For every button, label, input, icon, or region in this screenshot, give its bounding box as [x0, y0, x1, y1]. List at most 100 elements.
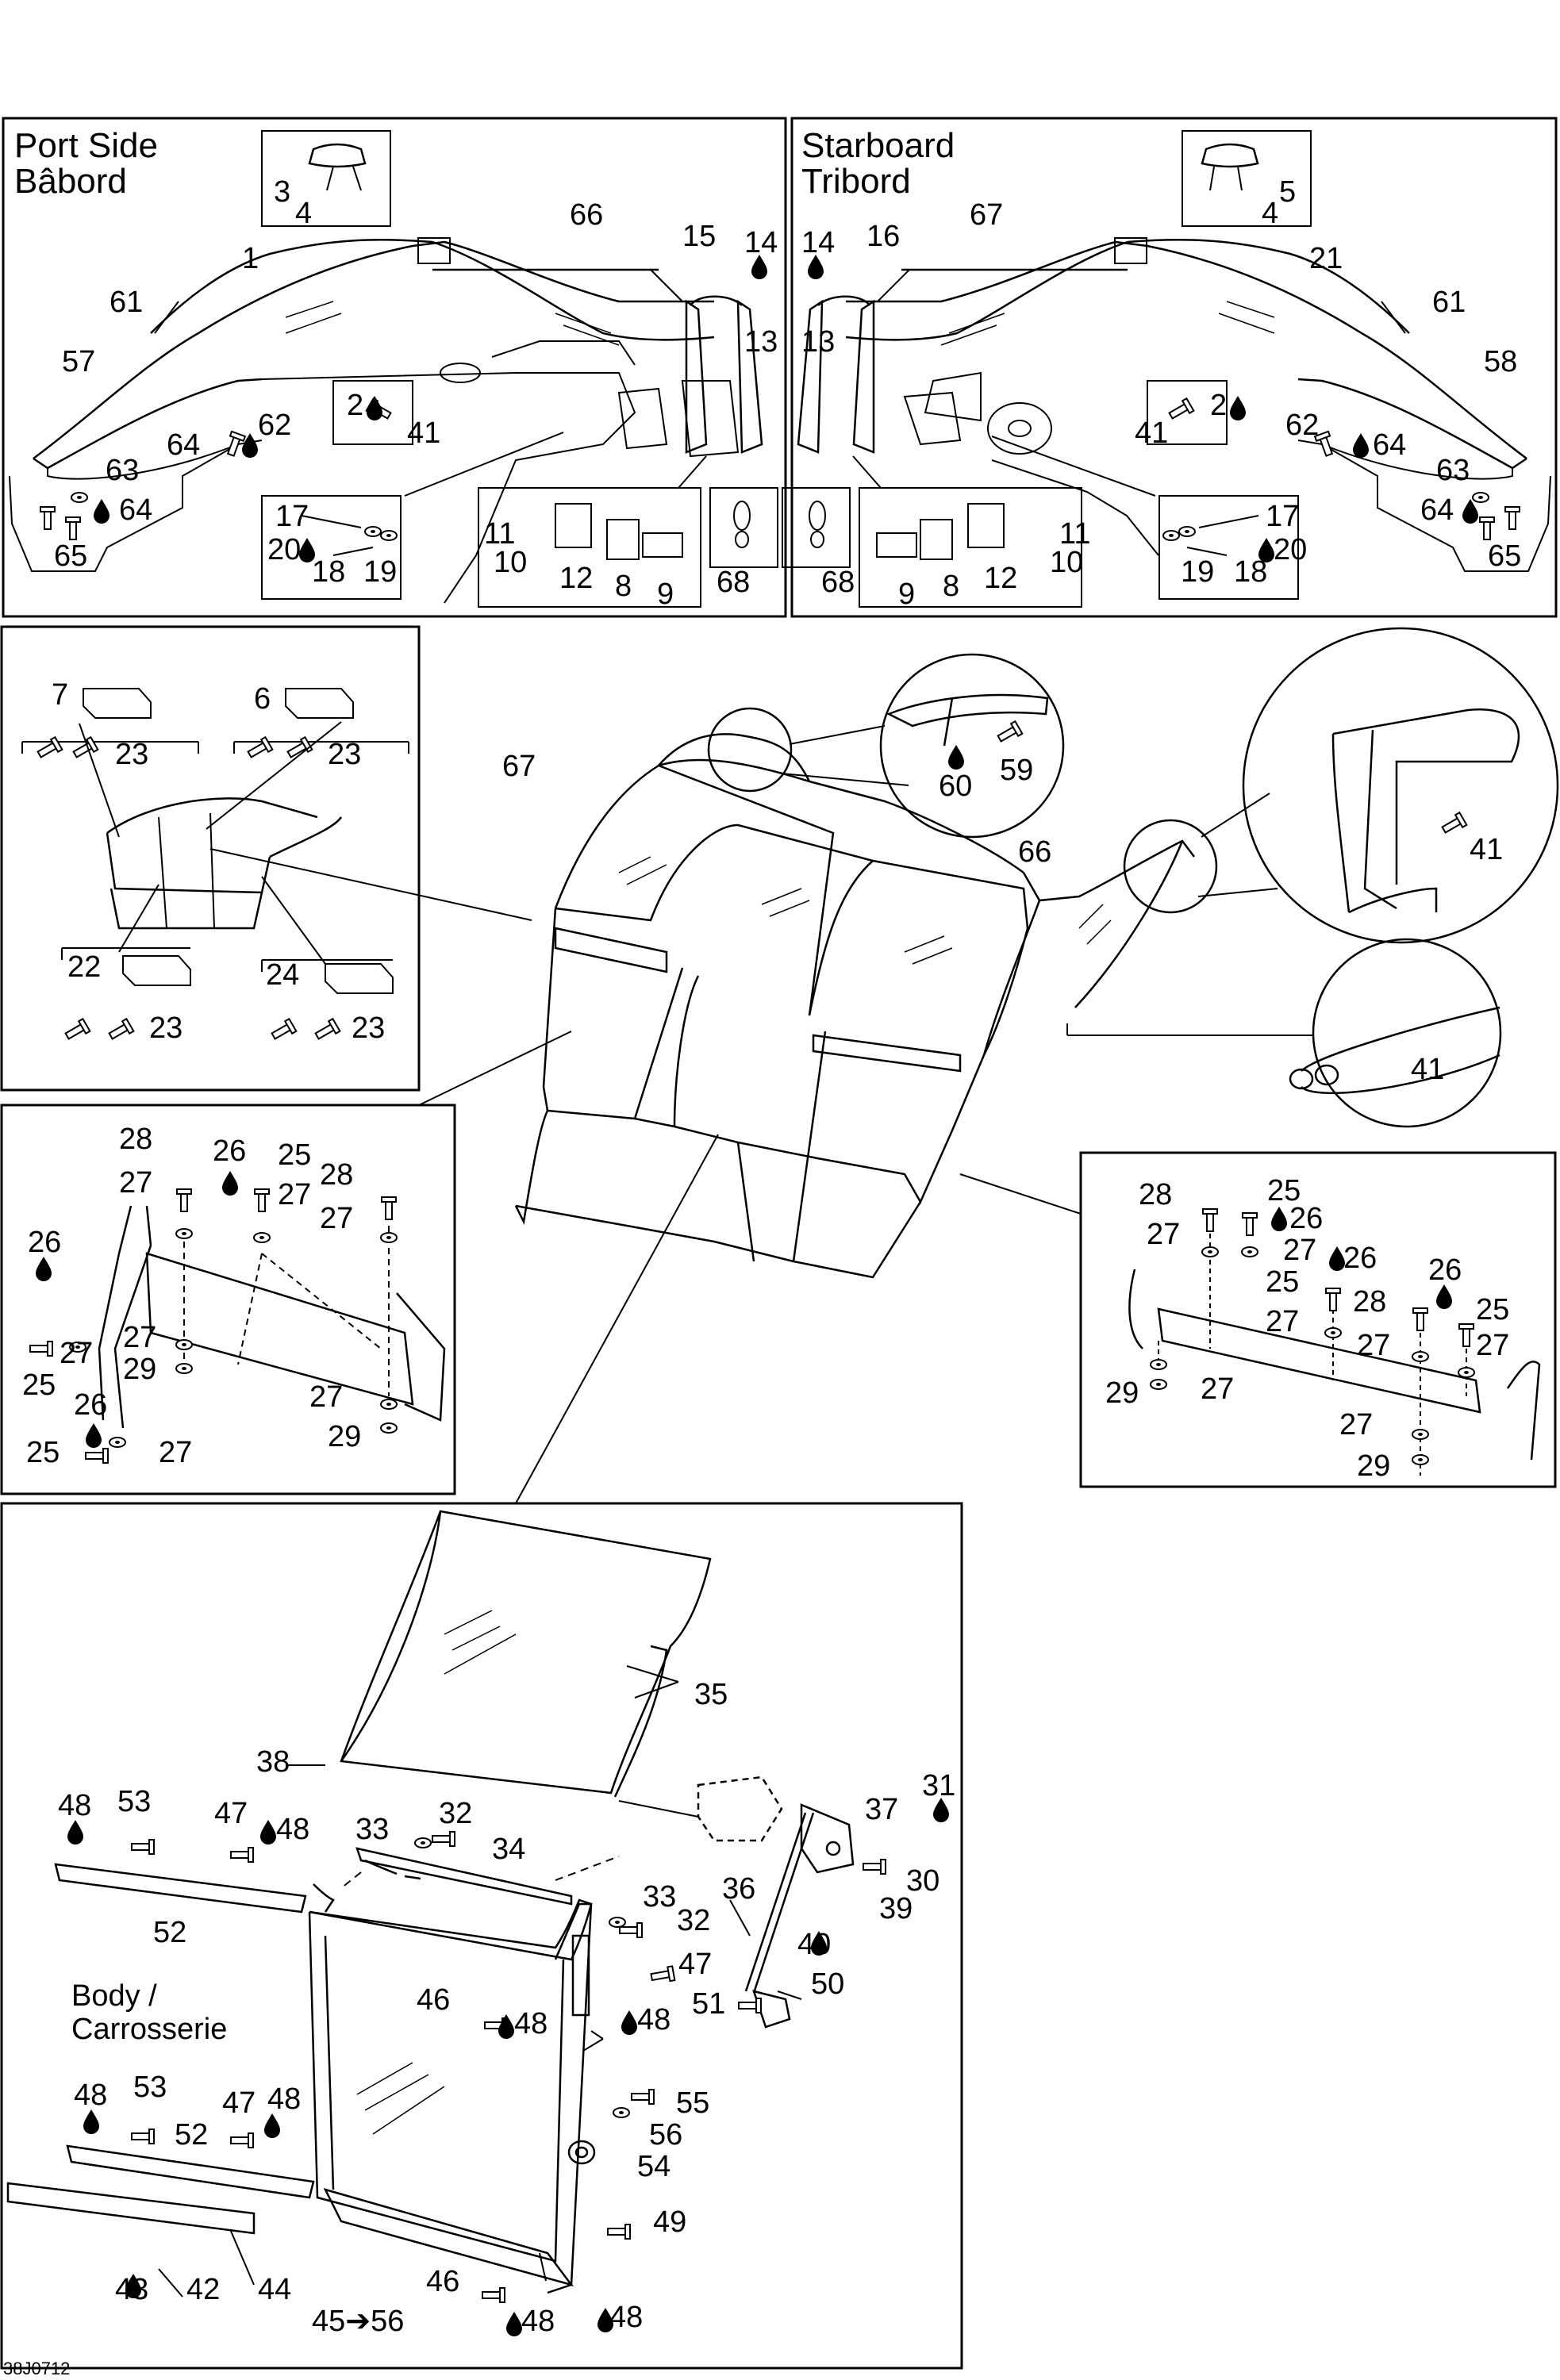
drop-icon — [621, 2010, 637, 2035]
part-callout: 26 — [213, 1134, 246, 1168]
part-callout: 27 — [60, 1337, 93, 1370]
part-callout: 41 — [407, 416, 440, 450]
drop-icon — [1353, 433, 1369, 458]
part-callout: 28 — [320, 1158, 353, 1192]
part-callout: 27 — [1147, 1218, 1180, 1251]
part-callout: 46 — [426, 2265, 459, 2298]
part-callout: 31 — [922, 1769, 955, 1802]
part-callout: 25 — [278, 1138, 311, 1172]
body-label: Body / — [71, 1979, 157, 2013]
door-illustration — [6, 1510, 886, 2303]
part-callout: 56 — [649, 2118, 682, 2152]
part-callout: 4 — [295, 197, 312, 230]
starboard-title: Starboard — [801, 126, 955, 165]
part-callout: 13 — [744, 325, 778, 359]
part-callout: 68 — [717, 566, 750, 599]
part-callout: 11 — [484, 517, 515, 551]
drop-icon — [299, 538, 315, 562]
part-callout: 48 — [521, 2305, 555, 2338]
part-callout: 41 — [1470, 833, 1503, 866]
port-side-panel — [2, 117, 787, 618]
part-callout: 27 — [278, 1178, 311, 1211]
door-panel — [0, 1502, 963, 2370]
part-callout: 41 — [1411, 1053, 1444, 1086]
part-callout: 7 — [52, 678, 68, 712]
drop-icon — [367, 396, 382, 420]
starboard-rail-panel — [1079, 1151, 1557, 1488]
part-callout: 25 — [26, 1436, 60, 1469]
part-callout: 54 — [637, 2150, 670, 2183]
part-callout: 37 — [865, 1793, 898, 1826]
part-callout: 6 — [254, 682, 271, 716]
drop-icon — [1230, 396, 1246, 420]
part-callout: 64 — [1373, 428, 1406, 462]
part-callout: 27 — [1283, 1234, 1316, 1267]
part-callout: 39 — [879, 1892, 913, 1925]
drop-icon — [94, 499, 110, 524]
part-callout: 19 — [1181, 555, 1214, 589]
part-callout: 65 — [54, 539, 87, 573]
part-callout: 9 — [898, 578, 915, 611]
drop-icon — [1258, 538, 1274, 562]
part-callout: 18 — [312, 555, 345, 589]
part-callout: 32 — [677, 1904, 710, 1937]
drop-icon — [36, 1257, 52, 1281]
part-callout: 49 — [653, 2205, 686, 2239]
drop-icon — [83, 2109, 99, 2134]
starboard-rail-illustration — [1128, 1208, 1541, 1476]
part-callout: 3 — [274, 175, 290, 209]
body-label-fr: Carrosserie — [71, 2013, 227, 2046]
part-callout: 14 — [801, 226, 835, 259]
part-callout: 27 — [1339, 1408, 1373, 1441]
part-callout: 62 — [1285, 409, 1319, 442]
part-callout: 55 — [676, 2086, 709, 2120]
drop-icon — [1436, 1284, 1452, 1309]
part-callout: 51 — [692, 1987, 725, 2021]
starboard-windshield-illustration — [782, 130, 1551, 608]
part-callout: 57 — [62, 345, 95, 378]
part-callout: 27 — [1201, 1372, 1234, 1406]
part-callout: 52 — [175, 2118, 208, 2152]
drop-icon — [260, 1820, 276, 1844]
port-side-title: Port Side — [14, 126, 158, 165]
part-callout: 67 — [502, 750, 536, 783]
part-callout: 61 — [1432, 286, 1466, 319]
part-callout: 17 — [275, 500, 309, 533]
part-callout: 26 — [1289, 1202, 1323, 1235]
part-callout: 64 — [1420, 493, 1454, 527]
part-callout: 29 — [328, 1420, 361, 1453]
part-callout: 66 — [570, 198, 603, 232]
part-callout: 48 — [637, 2003, 670, 2036]
part-callout: 24 — [266, 958, 299, 992]
part-callout: 22 — [67, 950, 101, 984]
starboard-title-fr: Tribord — [801, 162, 911, 201]
part-callout: 34 — [492, 1833, 525, 1866]
part-callout: 13 — [801, 325, 835, 359]
brackets-illustration — [21, 688, 409, 1043]
part-callout: 28 — [1139, 1178, 1172, 1211]
part-callout: 20 — [267, 533, 301, 566]
part-callout: 16 — [866, 220, 900, 253]
part-callout: 27 — [309, 1380, 343, 1414]
part-callout: 64 — [167, 428, 200, 462]
part-callout: 35 — [694, 1678, 728, 1711]
part-callout: 12 — [559, 562, 593, 595]
part-callout: 64 — [119, 493, 152, 527]
part-callout: 26 — [28, 1226, 61, 1259]
part-callout: 33 — [643, 1880, 676, 1914]
part-callout: 62 — [258, 409, 291, 442]
part-callout: 32 — [439, 1797, 472, 1830]
part-callout: 27 — [159, 1436, 192, 1469]
part-callout: 23 — [352, 1012, 385, 1045]
part-callout: 15 — [682, 220, 716, 253]
part-callout: 29 — [123, 1353, 156, 1386]
part-callout: 27 — [1266, 1305, 1299, 1338]
part-callout: 21 — [1309, 242, 1343, 275]
part-callout: 2 — [347, 389, 363, 422]
part-callout: 42 — [186, 2273, 220, 2306]
part-callout: 5 — [1279, 175, 1296, 209]
part-callout: 58 — [1484, 345, 1517, 378]
part-callout: 10 — [494, 546, 527, 579]
part-callout: 36 — [722, 1872, 755, 1906]
